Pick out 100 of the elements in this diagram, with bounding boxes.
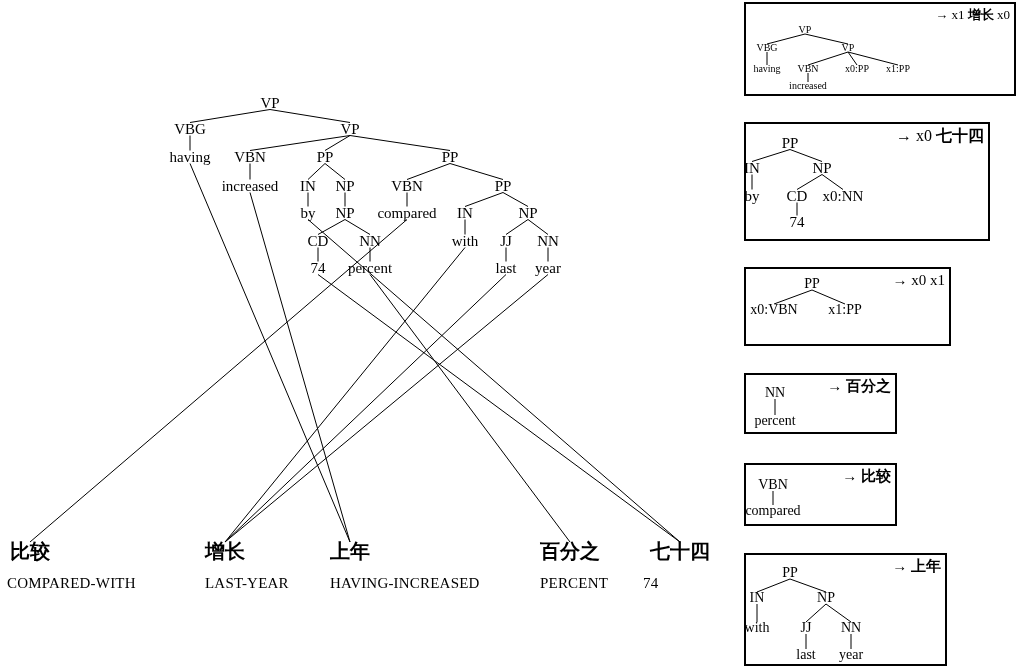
tree-branch <box>502 192 529 207</box>
tree-node-label: IN <box>457 205 473 221</box>
tree-branch <box>796 202 798 216</box>
chinese-word: 上年 <box>330 541 370 561</box>
tree-node-label: VP <box>798 25 812 35</box>
alignment-line <box>189 163 351 543</box>
tree-node-label: VP <box>841 43 855 53</box>
tree-branch <box>307 163 326 180</box>
tree-branch <box>772 490 774 506</box>
tree-branch <box>464 192 504 207</box>
tree-branch <box>249 163 251 180</box>
rule-text: → 比较 <box>842 469 891 484</box>
tree-node-label: PP <box>804 277 820 291</box>
gloss-text: PERCENT <box>540 576 609 591</box>
tree-node-label: JJ <box>500 233 512 249</box>
tree-branch <box>807 51 849 66</box>
tree-node-label: with <box>744 621 770 635</box>
tree-node-label: NP <box>335 205 355 221</box>
tree-branch <box>349 135 451 151</box>
tree-branch <box>766 33 806 45</box>
tree-node-label: VBG <box>756 43 778 53</box>
tree-branch <box>796 174 823 190</box>
chinese-word: 七十四 <box>650 541 710 561</box>
gloss-text: COMPARED-WITH <box>7 576 136 591</box>
tree-node-label: x0:NN <box>822 188 864 204</box>
tree-node-label: 74 <box>789 214 805 230</box>
tree-branch <box>249 135 351 151</box>
tree-node-label: NN <box>840 621 862 635</box>
tree-node-label: NP <box>518 205 538 221</box>
tree-node-label: by <box>300 205 316 221</box>
tree-branch <box>821 174 844 190</box>
gloss-text: HAVING-INCREASED <box>330 576 480 591</box>
tree-node-label: CD <box>307 233 329 249</box>
alignment-line <box>369 274 571 543</box>
tree-node-label: year <box>838 648 864 662</box>
tree-node-label: percent <box>754 414 796 428</box>
tree-branch <box>324 163 346 180</box>
tree-node-label: x0:VBN <box>750 303 798 317</box>
tree-node-label: PP <box>782 566 798 580</box>
tree-branch <box>847 51 899 66</box>
tree-branch <box>189 109 271 123</box>
tree-branch <box>547 247 549 262</box>
tree-node-label: IN <box>300 178 316 194</box>
tree-node-label: x1:PP <box>828 303 862 317</box>
tree-node-label: 74 <box>310 260 326 276</box>
tree-node-label: last <box>796 648 816 662</box>
tree-node-label: PP <box>781 135 799 151</box>
tree-branch <box>406 163 451 180</box>
alignment-line <box>224 247 466 543</box>
tree-node-label: VP <box>340 121 360 137</box>
tree-node-label: VBN <box>797 64 819 74</box>
tree-branch <box>369 247 371 262</box>
tree-branch <box>449 163 504 180</box>
tree-node-label: increased <box>221 178 279 194</box>
tree-node-label: x0:PP <box>845 64 869 74</box>
tree-branch <box>464 219 466 235</box>
tree-node-label: IN <box>744 160 760 176</box>
tree-branch <box>324 135 351 151</box>
tree-node-label: by <box>744 188 760 204</box>
tree-branch <box>811 289 846 305</box>
tree-branch <box>774 398 776 416</box>
tree-node-label: last <box>495 260 517 276</box>
tree-node-label: compared <box>377 205 437 221</box>
tree-branch <box>756 578 791 593</box>
tree-branch <box>807 72 809 83</box>
tree-branch <box>269 109 351 123</box>
tree-node-label: VBG <box>174 121 206 137</box>
tree-branch <box>751 174 753 190</box>
tree-node-label: VBN <box>758 478 788 492</box>
chinese-word: 增长 <box>205 541 245 561</box>
tree-branch <box>189 135 191 151</box>
tree-node-label: year <box>535 260 561 276</box>
tree-node-label: PP <box>494 178 512 194</box>
tree-node-label: NN <box>764 386 786 400</box>
tree-node-label: PP <box>316 149 334 165</box>
tree-node-label: NP <box>335 178 355 194</box>
tree-branch <box>505 247 507 262</box>
tree-node-label: x1:PP <box>886 64 910 74</box>
rule-text: → x0 x1 <box>892 273 945 288</box>
tree-node-label: NN <box>537 233 559 249</box>
tree-branch <box>825 603 852 623</box>
tree-branch <box>751 149 791 162</box>
tree-branch <box>766 51 768 66</box>
gloss-text: LAST-YEAR <box>205 576 289 591</box>
tree-branch <box>756 603 758 623</box>
tree-branch <box>789 149 823 162</box>
tree-node-label: PP <box>441 149 459 165</box>
tree-node-label: VBN <box>391 178 423 194</box>
rule-text: → 上年 <box>892 559 941 574</box>
gloss-text: 74 <box>643 576 659 591</box>
tree-node-label: NP <box>817 591 835 605</box>
tree-node-label: VBN <box>234 149 266 165</box>
alignment-line <box>317 274 681 543</box>
tree-node-label: having <box>753 64 781 74</box>
tree-node-label: VP <box>260 95 280 111</box>
tree-branch <box>344 219 371 235</box>
tree-branch <box>317 219 346 235</box>
tree-branch <box>805 603 827 623</box>
tree-branch <box>307 192 309 207</box>
rule-text: → x1 增长 x0 <box>935 8 1010 21</box>
